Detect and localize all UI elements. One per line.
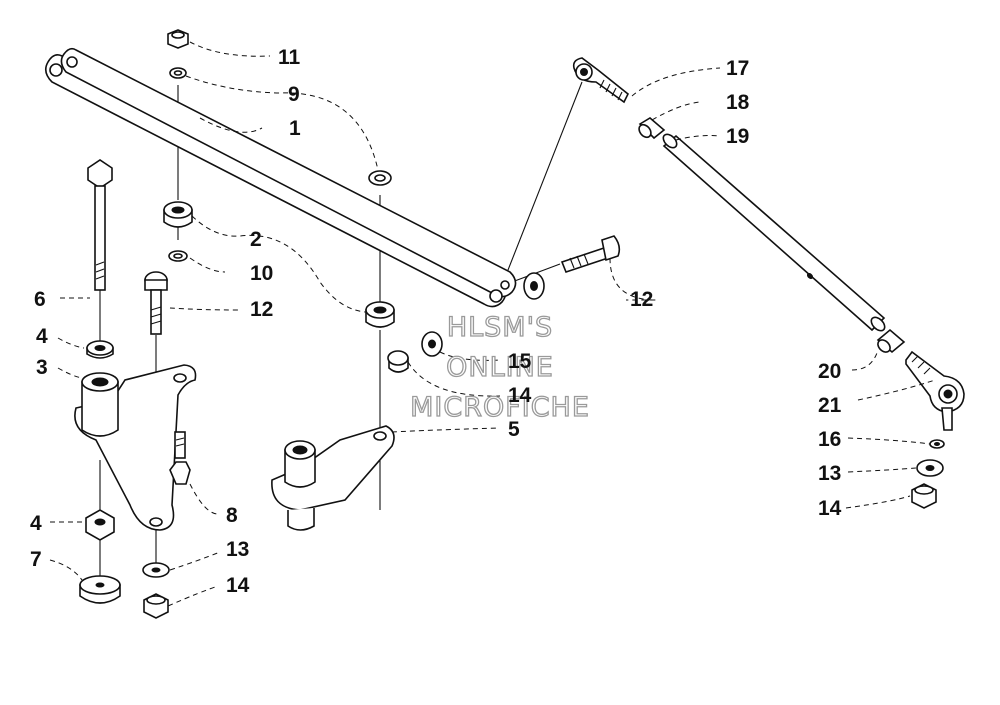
callout-14-left: 14 [226, 574, 250, 597]
callout-14-center: 14 [508, 384, 532, 407]
callout-7: 7 [30, 548, 42, 571]
washer-13a [142, 562, 170, 578]
callouts: 11 9 1 2 10 6 12 4 3 15 14 5 8 4 13 7 14… [30, 46, 842, 597]
watermark-line-3: MICROFICHE [410, 392, 590, 423]
callout-8: 8 [226, 504, 238, 527]
fitting-8 [169, 431, 191, 485]
callout-13-left: 13 [226, 538, 249, 561]
nut-14a [143, 593, 169, 619]
callout-13-right: 13 [818, 462, 841, 485]
bushing-2a [163, 201, 193, 228]
jam-nut-18 [638, 117, 666, 140]
pitman-arm-3 [74, 364, 197, 531]
callout-9: 9 [288, 83, 300, 106]
callout-12-left: 12 [250, 298, 273, 321]
callout-2: 2 [250, 228, 262, 251]
callout-4-lower: 4 [30, 512, 42, 535]
callout-14-right: 14 [818, 497, 842, 520]
steering-arm-5 [271, 425, 395, 531]
callout-5: 5 [508, 418, 520, 441]
watermark: HLSM'S ONLINE MICROFICHE [409, 311, 590, 423]
washer-4a [86, 340, 114, 359]
callout-19: 19 [726, 125, 749, 148]
callout-18: 18 [726, 91, 750, 114]
callout-10: 10 [250, 262, 273, 285]
callout-11: 11 [278, 46, 301, 69]
callout-20: 20 [818, 360, 841, 383]
callout-6: 6 [34, 288, 46, 311]
washer-10-hole [173, 253, 183, 259]
callout-17: 17 [726, 57, 749, 80]
bushing-2b [365, 301, 395, 328]
nut-4b [85, 509, 115, 541]
watermark-line-2: ONLINE [446, 352, 554, 383]
watermark-line-1: HLSM'S [447, 312, 553, 343]
tie-rod-end-17 [572, 57, 630, 104]
callout-3: 3 [36, 356, 48, 379]
washer-9a-hole [173, 70, 183, 76]
drag-link-arm [44, 47, 517, 308]
callout-12-right: 12 [630, 288, 653, 311]
washer-13b [916, 459, 944, 477]
callout-1: 1 [289, 117, 301, 140]
tie-rod-end-21 [905, 350, 965, 431]
nut-11 [167, 29, 189, 49]
washer-9b-hole [374, 174, 386, 182]
washer-16 [929, 439, 945, 449]
cap-nut-7 [79, 575, 121, 604]
bolt-12b [560, 235, 621, 273]
tie-rod-tube-19 [662, 133, 886, 332]
callout-15: 15 [508, 350, 532, 373]
bolt-12a [144, 271, 168, 335]
jam-nut-20 [876, 328, 906, 354]
nut-14b [387, 350, 409, 373]
washer-15 [421, 331, 443, 357]
callout-21: 21 [818, 394, 842, 417]
callout-16: 16 [818, 428, 841, 451]
callout-4-upper: 4 [36, 325, 48, 348]
leader-lines [49, 41, 936, 607]
bolt-6 [87, 159, 113, 291]
nut-14c [911, 483, 937, 509]
washer-12b [523, 272, 545, 300]
